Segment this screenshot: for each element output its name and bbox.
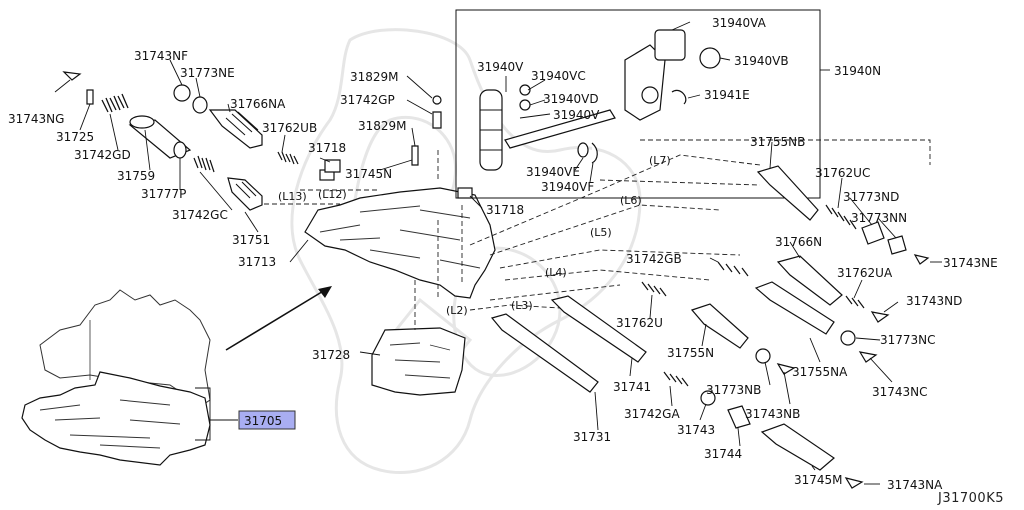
part-label-31762UC: 31762UC	[815, 166, 870, 180]
part-label-31718-upper: 31718	[308, 141, 346, 155]
part-label-31940VF: 31940VF	[541, 180, 594, 194]
part-label-31940V-top: 31940V	[477, 60, 524, 74]
part-label-31743NA: 31743NA	[887, 478, 943, 492]
part-label-31773NN: 31773NN	[851, 211, 907, 225]
part-label-31718-lower: 31718	[486, 203, 524, 217]
part-label-31741: 31741	[613, 380, 651, 394]
part-label-31773NE: 31773NE	[180, 66, 235, 80]
line-label-L3: (L3)	[511, 299, 533, 312]
line-label-L6: (L6)	[620, 194, 642, 207]
part-label-31743NB: 31743NB	[745, 407, 800, 421]
part-label-31742GA: 31742GA	[624, 407, 680, 421]
solenoid-assembly-inset	[455, 9, 830, 199]
part-label-31940VE: 31940VE	[526, 165, 580, 179]
drawing-code: J31700K5	[937, 491, 1004, 506]
line-labels: (L13) (L12) (L7) (L6) (L5) (L4) (L3) (L2…	[278, 154, 671, 317]
part-label-31762UB: 31762UB	[262, 121, 317, 135]
line-label-L4: (L4)	[545, 266, 567, 279]
part-label-31713: 31713	[238, 255, 276, 269]
part-label-31766N: 31766N	[775, 235, 822, 249]
solenoid-assembly[interactable]	[479, 29, 721, 171]
leader-lines	[54, 21, 942, 485]
callout-31705-bracket	[195, 387, 238, 441]
part-label-31766NA: 31766NA	[230, 97, 286, 111]
part-label-31745M: 31745M	[794, 473, 843, 487]
line-label-L2: (L2)	[446, 304, 468, 317]
alignment-lines	[248, 139, 931, 330]
upper-valve-body[interactable]	[304, 169, 496, 299]
part-label-31751: 31751	[232, 233, 270, 247]
part-label-31742GP: 31742GP	[340, 93, 395, 107]
part-label-31743NE: 31743NE	[943, 256, 998, 270]
part-label-31777P: 31777P	[141, 187, 186, 201]
part-label-31940VA: 31940VA	[712, 16, 767, 30]
part-label-31940VD: 31940VD	[543, 92, 599, 106]
part-label-31705: 31705	[244, 414, 282, 428]
part-label-31829M-mid: 31829M	[358, 119, 407, 133]
part-label-31940V-mid: 31940V	[553, 108, 600, 122]
center-top-parts[interactable]	[324, 95, 442, 173]
part-labels: 31743NF 31773NE 31743NG 31725 31766NA 31…	[8, 16, 998, 492]
part-label-31743: 31743	[677, 423, 715, 437]
part-label-31742GB: 31742GB	[626, 252, 682, 266]
part-label-31762U: 31762U	[616, 316, 663, 330]
part-label-31773ND: 31773ND	[843, 190, 899, 204]
callout-31705-box[interactable]	[238, 410, 296, 430]
part-label-31940VC: 31940VC	[531, 69, 586, 83]
separator-plate[interactable]	[371, 327, 466, 396]
part-label-31745N: 31745N	[345, 167, 392, 181]
part-label-31731: 31731	[573, 430, 611, 444]
line-label-L13: (L13)	[278, 190, 307, 203]
part-label-31744: 31744	[704, 447, 742, 461]
part-label-31940N: 31940N	[834, 64, 881, 78]
part-label-31755N: 31755N	[667, 346, 714, 360]
part-label-31728: 31728	[312, 348, 350, 362]
part-label-31759: 31759	[117, 169, 155, 183]
part-label-31725: 31725	[56, 130, 94, 144]
right-parts[interactable]	[490, 165, 930, 489]
part-label-31742GC: 31742GC	[172, 208, 228, 222]
line-label-L5: (L5)	[590, 226, 612, 239]
part-label-31743ND: 31743ND	[906, 294, 962, 308]
left-parts[interactable]	[62, 71, 299, 211]
line-label-L7: (L7)	[649, 154, 671, 167]
line-label-L12: (L12)	[318, 188, 347, 201]
valve-body-assembly[interactable]	[21, 371, 211, 466]
part-label-31755NA: 31755NA	[792, 365, 848, 379]
arrow-indicator	[225, 286, 332, 351]
part-label-31742GD: 31742GD	[74, 148, 131, 162]
part-label-31773NB: 31773NB	[706, 383, 761, 397]
part-label-31829M-top: 31829M	[350, 70, 399, 84]
part-label-31941E: 31941E	[704, 88, 750, 102]
part-label-31762UA: 31762UA	[837, 266, 893, 280]
part-label-31773NC: 31773NC	[880, 333, 936, 347]
part-label-31743NC: 31743NC	[872, 385, 928, 399]
part-label-31940VB: 31940VB	[734, 54, 789, 68]
part-label-31755NB: 31755NB	[750, 135, 805, 149]
part-label-31743NG: 31743NG	[8, 112, 64, 126]
part-label-31743NF: 31743NF	[134, 49, 188, 63]
